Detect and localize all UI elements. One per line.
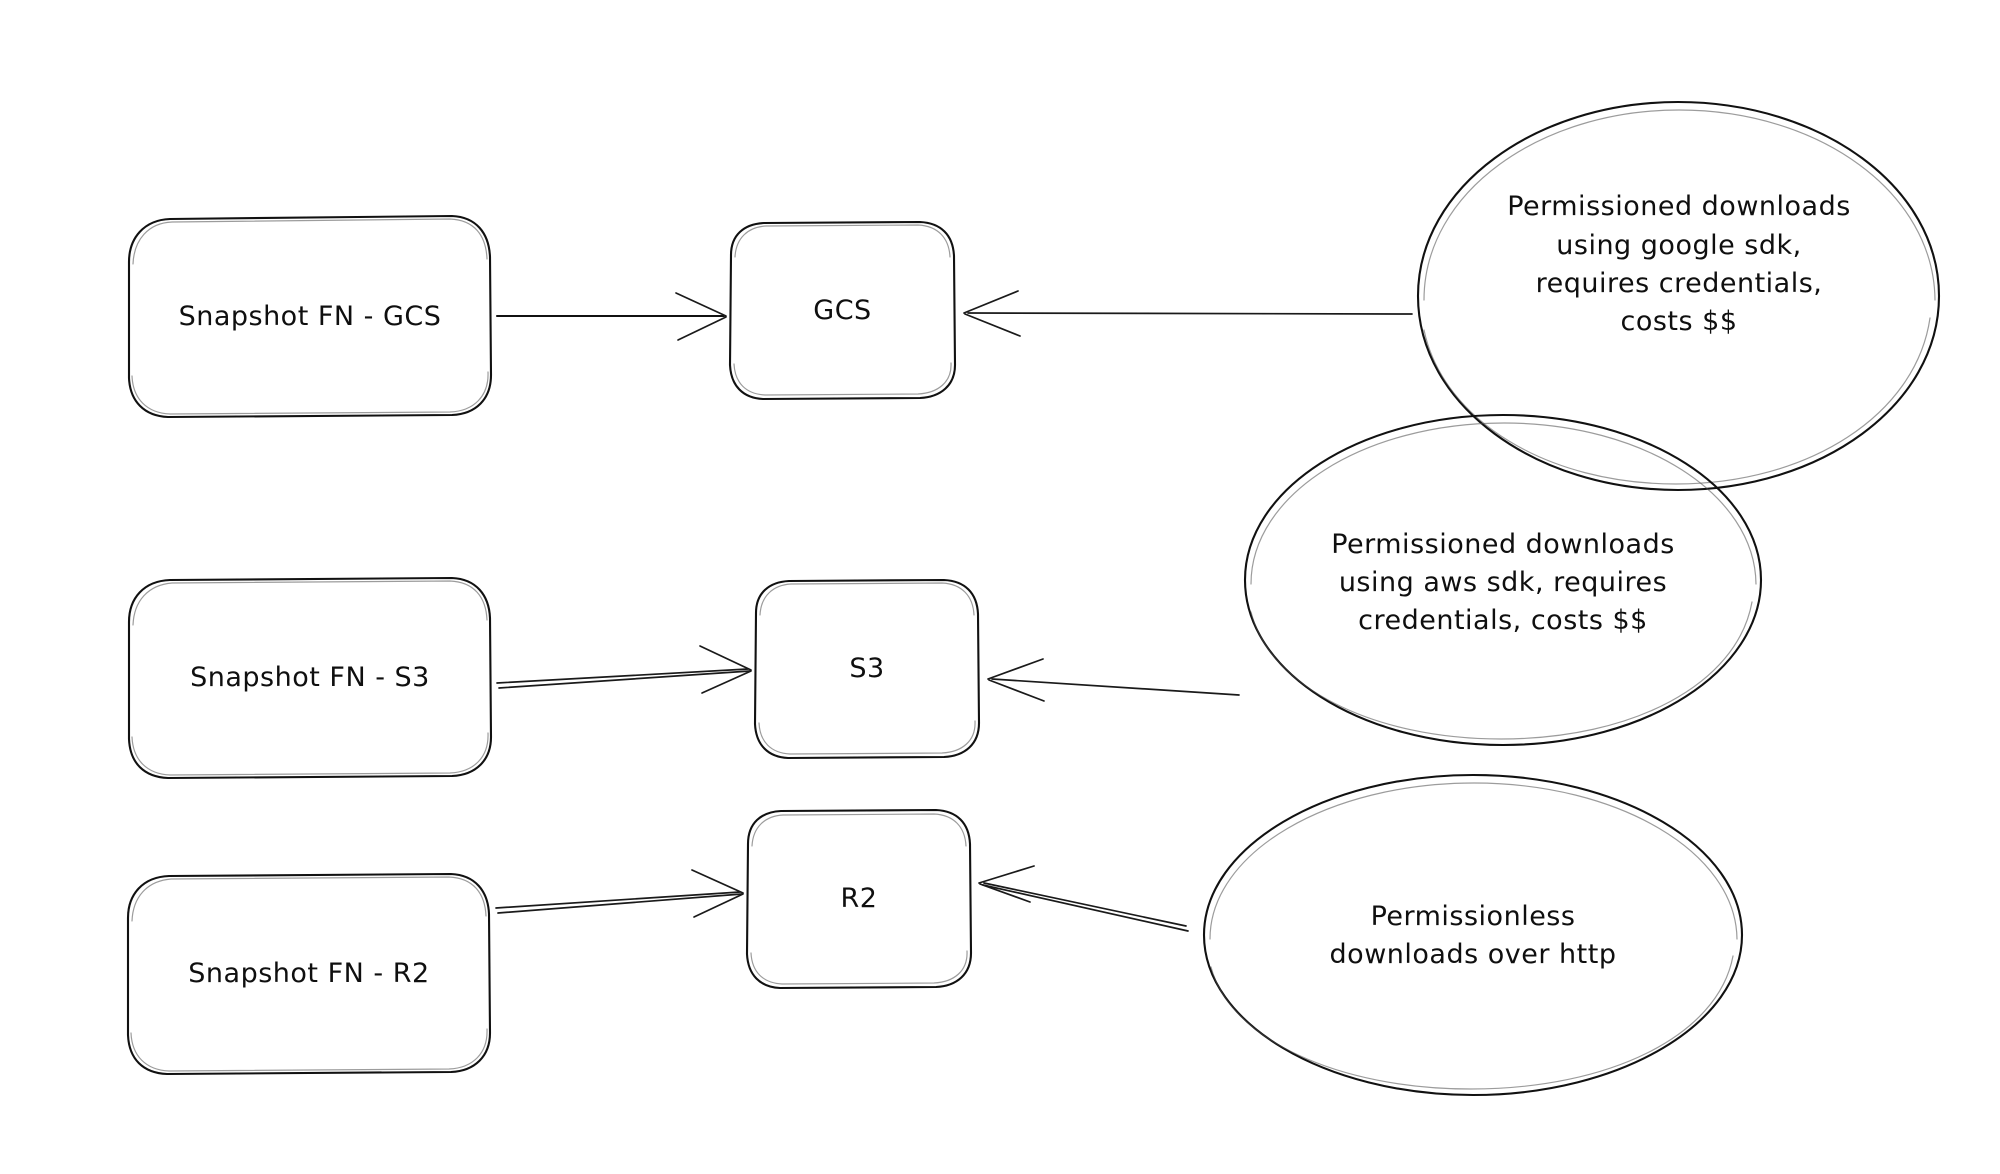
edge-snapshot-fn-gcs-to-gcs: [495, 292, 727, 341]
node-shape-snapshot-fn-r2[interactable]: [126, 872, 492, 1076]
edge-note-gcs-to-gcs: [963, 290, 1413, 337]
edge-snapshot-fn-s3-to-s3: [496, 645, 752, 694]
node-shape-r2[interactable]: [745, 808, 973, 990]
edge-note-s3-to-s3: [987, 658, 1240, 702]
node-shape-snapshot-fn-s3[interactable]: [127, 576, 493, 780]
note-shape-r2[interactable]: [1202, 773, 1744, 1097]
edge-snapshot-fn-r2-to-r2: [495, 869, 744, 918]
note-shape-gcs[interactable]: [1416, 100, 1941, 492]
node-shape-snapshot-fn-gcs[interactable]: [127, 214, 493, 419]
node-shape-s3[interactable]: [753, 578, 981, 760]
node-shape-gcs[interactable]: [728, 220, 957, 401]
edge-note-r2-to-r2: [978, 865, 1189, 932]
note-shape-s3[interactable]: [1243, 413, 1763, 747]
